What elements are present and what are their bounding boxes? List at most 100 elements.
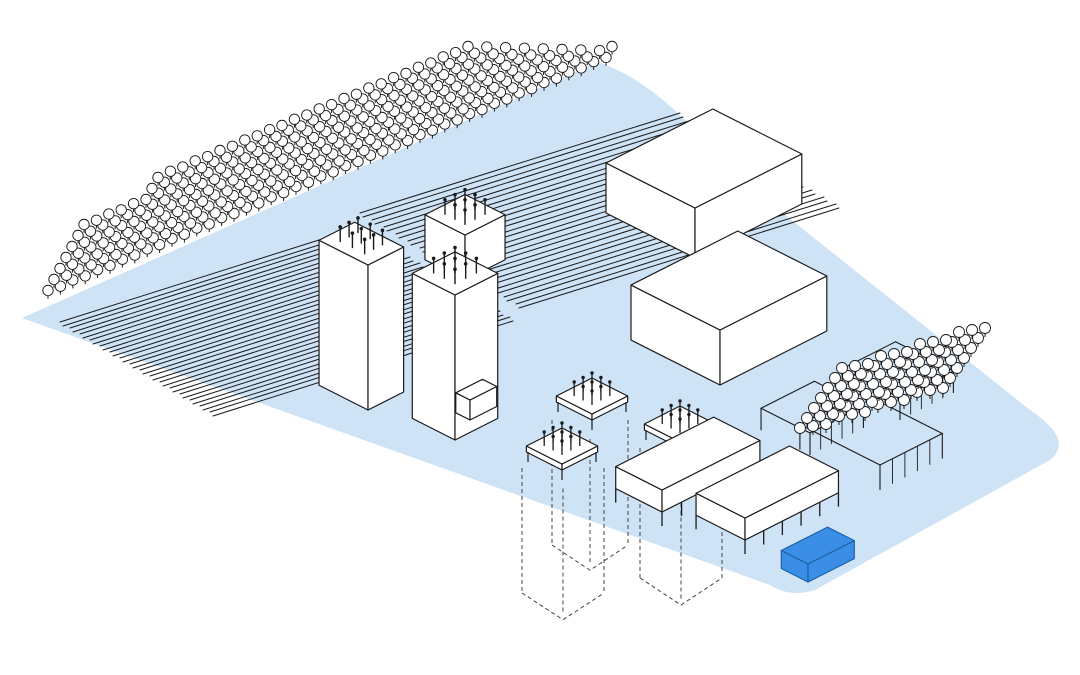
tree-crown <box>387 71 400 84</box>
tree-crown <box>407 123 420 136</box>
tree <box>97 237 109 252</box>
tree <box>488 81 500 96</box>
tree <box>413 79 425 94</box>
tree-crown <box>271 164 283 176</box>
tree-crown <box>606 40 618 53</box>
tree <box>295 153 308 168</box>
tower-rod-cap <box>338 225 342 229</box>
tree <box>134 204 146 219</box>
tree <box>507 82 519 97</box>
tree-crown <box>575 62 587 74</box>
platform-rod-cap <box>608 380 612 384</box>
tree-crown <box>801 412 813 424</box>
tree-crown <box>72 229 84 242</box>
tree <box>808 402 820 417</box>
tower-rod-cap <box>483 197 487 202</box>
tree <box>898 394 910 409</box>
tree <box>370 122 382 137</box>
tree-crown <box>475 70 487 82</box>
tree-crown <box>146 182 158 195</box>
tree-crown <box>239 152 251 164</box>
linear-bar <box>515 203 837 305</box>
tree-crown <box>78 218 90 231</box>
tree-crown <box>400 67 412 80</box>
tower-rod-cap <box>473 192 477 197</box>
tree-crown <box>456 69 469 81</box>
tree-crown <box>468 47 481 59</box>
tree-crown <box>450 80 463 92</box>
block-building-rear-top-face <box>605 108 803 209</box>
tree-crown <box>134 204 146 217</box>
tree-crown <box>469 81 481 93</box>
tree-crown <box>351 122 363 134</box>
tree <box>78 236 91 251</box>
tree <box>147 216 159 231</box>
tree <box>431 79 444 94</box>
tower-left <box>318 216 405 411</box>
tree <box>363 82 375 97</box>
tree-crown <box>413 79 425 91</box>
tree <box>54 280 67 295</box>
tree <box>214 144 226 159</box>
tree-crown <box>214 162 227 174</box>
tree <box>468 47 481 62</box>
tree <box>66 258 79 273</box>
tree <box>202 184 215 199</box>
tree <box>327 166 339 181</box>
tree <box>127 197 140 212</box>
tree-crown <box>302 176 315 188</box>
tree-crown <box>209 207 221 219</box>
tree-crown <box>221 185 233 197</box>
tree-crown <box>407 90 419 102</box>
tree-crown <box>177 161 189 173</box>
tree-crown <box>401 101 413 113</box>
tree <box>183 183 196 198</box>
tree <box>66 240 78 255</box>
tree-crown <box>159 194 171 206</box>
tree <box>412 61 425 76</box>
tree <box>537 43 549 58</box>
tree <box>289 164 302 179</box>
block-building-front <box>630 230 828 386</box>
tree-crown <box>500 59 512 72</box>
tree <box>444 91 457 106</box>
tower-rod-cap <box>368 222 373 226</box>
tree <box>500 59 512 74</box>
tree <box>382 100 394 115</box>
tree <box>313 103 325 118</box>
linear-bar <box>159 286 461 383</box>
tree <box>42 284 54 299</box>
tree-crown <box>358 144 370 157</box>
tree-crown <box>122 226 134 239</box>
tree <box>600 51 612 66</box>
tree <box>220 151 233 166</box>
tree-crown <box>171 205 184 218</box>
tree-crown <box>265 175 277 187</box>
tree <box>874 368 886 383</box>
tree <box>457 103 469 118</box>
linear-bar-edge <box>62 230 364 327</box>
tree <box>425 90 438 105</box>
tree <box>965 342 977 357</box>
tree <box>189 172 202 187</box>
tree <box>829 372 841 387</box>
highlighted-building-block <box>780 526 855 583</box>
linear-bar-edge <box>518 207 840 309</box>
tree-crown <box>308 165 321 177</box>
tree <box>881 358 893 373</box>
tree <box>395 112 407 127</box>
tree-crown <box>338 110 351 122</box>
tree <box>264 141 276 156</box>
platform-rod-cap <box>696 408 700 412</box>
tree-crown <box>425 90 438 103</box>
tree-crown <box>259 186 271 198</box>
tree <box>966 324 978 339</box>
tree <box>425 57 437 72</box>
tree-crown <box>382 100 394 113</box>
block-building-rear <box>605 108 803 259</box>
tree <box>506 48 518 63</box>
tree <box>375 78 387 93</box>
tree <box>394 78 406 93</box>
